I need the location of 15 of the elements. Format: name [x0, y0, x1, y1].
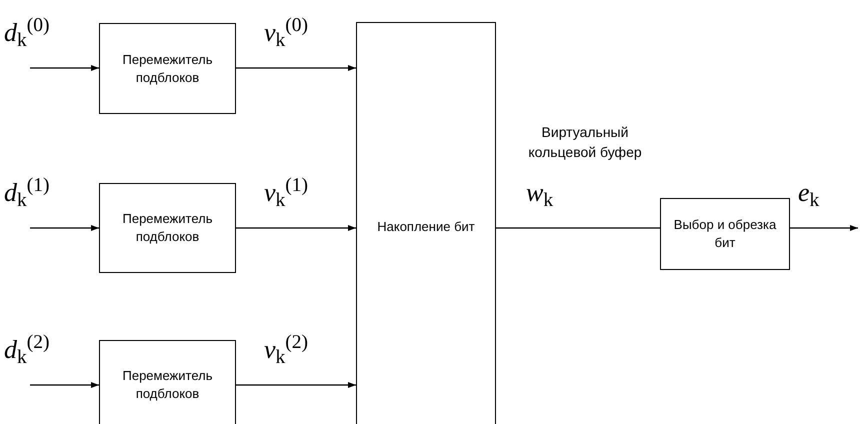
arrow — [30, 65, 99, 71]
edge-label: w$_{k}$ — [526, 180, 554, 206]
arrow — [236, 65, 356, 71]
arrow — [790, 225, 858, 231]
edge-caption: Виртуальный кольцевой буфер — [527, 123, 643, 162]
edge-label: e$_{k}$ — [798, 180, 820, 206]
process-box: Перемежитель подблоков — [99, 183, 236, 273]
arrow — [236, 225, 356, 231]
process-box: Выбор и обрезка бит — [660, 198, 790, 270]
process-box: Перемежитель подблоков — [99, 23, 236, 114]
process-box: Накопление бит — [356, 22, 496, 424]
process-box: Перемежитель подблоков — [99, 340, 236, 424]
arrow — [30, 382, 99, 388]
arrow — [236, 382, 356, 388]
arrow — [30, 225, 99, 231]
